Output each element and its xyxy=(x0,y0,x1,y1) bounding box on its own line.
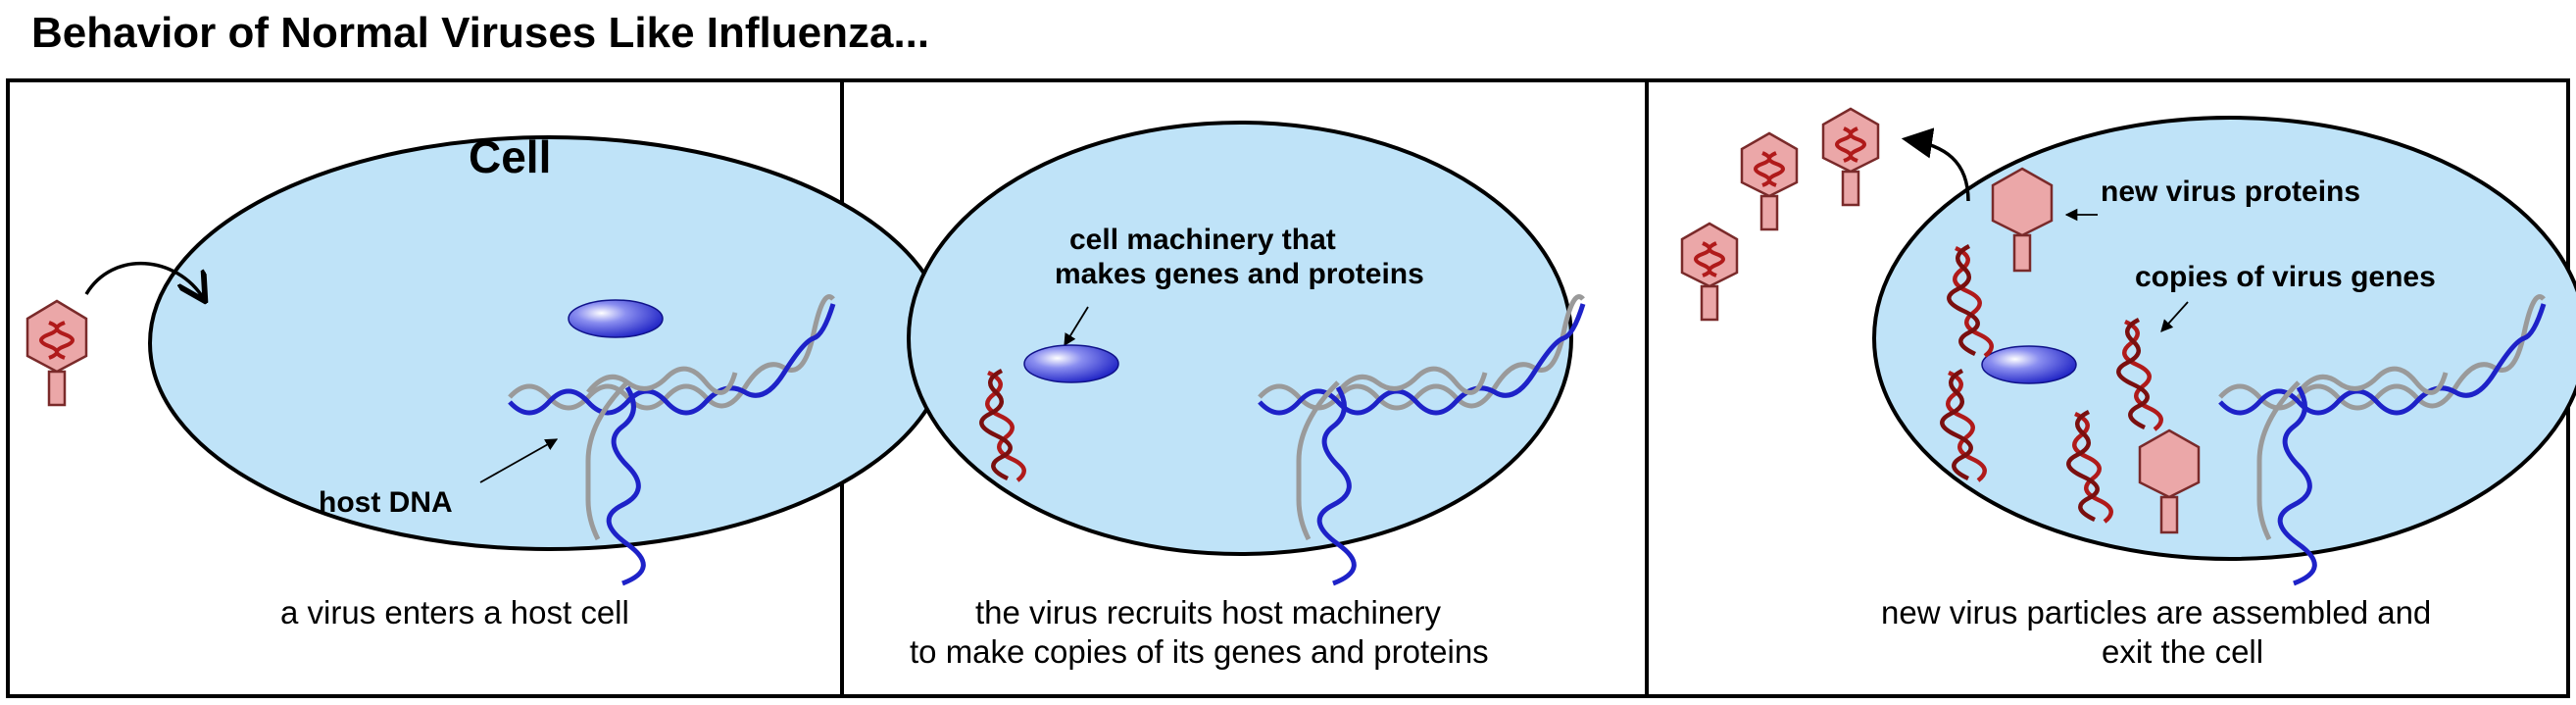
panel-3-caption-line-2: exit the cell xyxy=(2102,633,2263,670)
new-proteins-label: new virus proteins xyxy=(2101,176,2360,208)
virus-particle-icon xyxy=(25,299,88,407)
panel-2-caption-line-1: the virus recruits host machinery xyxy=(975,594,1442,630)
page-title: Behavior of Normal Viruses Like Influenz… xyxy=(31,9,930,57)
machinery-label-line-2: makes genes and proteins xyxy=(1055,258,1424,290)
panel-3-caption-line-1: new virus particles are assembled and xyxy=(1881,594,2431,630)
virus-gene-icon xyxy=(979,368,1026,482)
host-dna-icon xyxy=(508,294,836,586)
panel-1-caption: a virus enters a host cell xyxy=(280,594,629,630)
virus-gene-icon xyxy=(1947,243,1994,358)
virus-particle-icon xyxy=(1740,131,1799,231)
cell-machinery-icon xyxy=(568,299,664,338)
host-cell xyxy=(907,121,1573,556)
virus-protein-icon xyxy=(2138,428,2201,534)
virus-protein-icon xyxy=(1991,167,2054,273)
gene-copies-label: copies of virus genes xyxy=(2135,261,2436,293)
host-cell xyxy=(148,135,950,551)
virus-gene-icon xyxy=(1940,368,1987,482)
virus-gene-icon xyxy=(2066,409,2113,524)
machinery-pointer xyxy=(1064,306,1089,347)
host-dna-pointer xyxy=(479,438,559,483)
cell-machinery-icon xyxy=(1981,345,2077,384)
virus-particle-icon xyxy=(1821,107,1880,207)
host-dna-icon xyxy=(2218,294,2547,586)
host-dna-icon xyxy=(1258,294,1586,586)
exit-arrow xyxy=(1901,127,1970,202)
gene-copies-pointer xyxy=(2160,301,2189,332)
panel-1: Cell host DNA a virus enters a host cell xyxy=(25,131,950,630)
panel-2-caption-line-2: to make copies of its genes and proteins xyxy=(910,633,1489,670)
host-dna-label: host DNA xyxy=(319,486,453,519)
host-cell xyxy=(1872,116,2576,561)
panel-2: cell machinery that makes genes and prot… xyxy=(907,121,1586,670)
cell-label: Cell xyxy=(469,131,551,182)
virus-particle-icon xyxy=(1680,222,1739,322)
virus-gene-icon xyxy=(2116,317,2163,431)
entry-arrow xyxy=(84,262,204,299)
cell-machinery-icon xyxy=(1023,344,1119,383)
panel-3: new virus proteins copies of virus genes xyxy=(1680,107,2576,670)
machinery-label-line-1: cell machinery that xyxy=(1069,224,1336,256)
